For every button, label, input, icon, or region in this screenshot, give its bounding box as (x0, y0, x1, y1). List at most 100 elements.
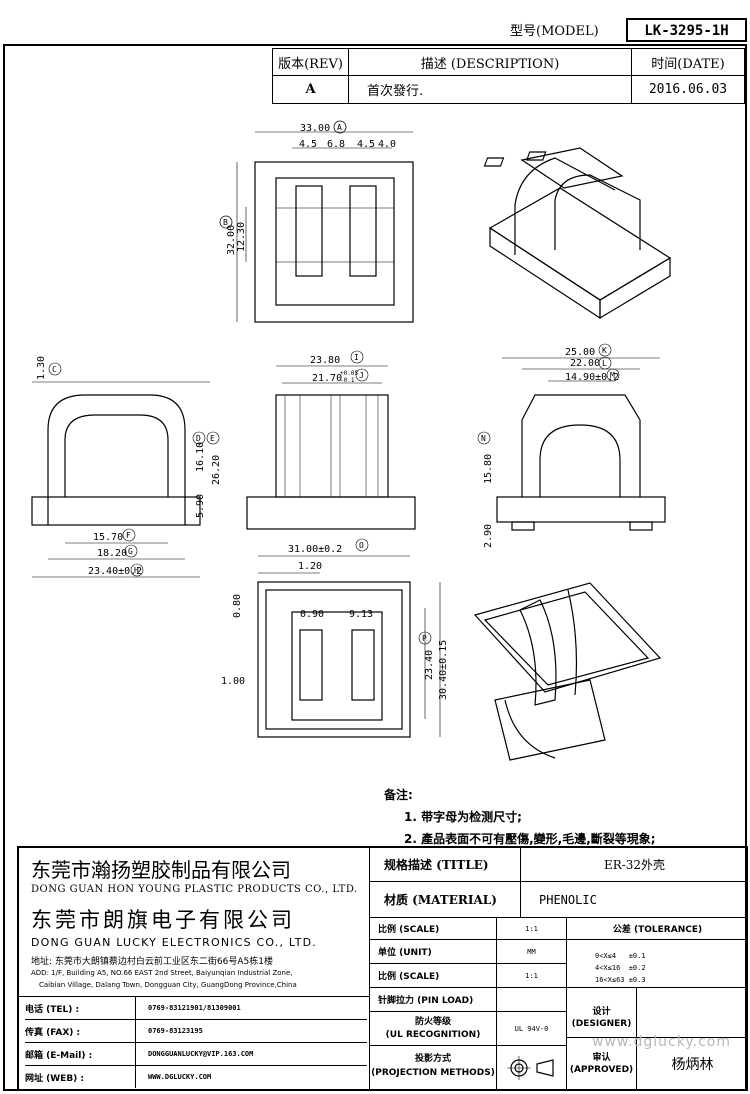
dim-top-d1: 4.5 (299, 139, 317, 150)
tolerance-row-2: 4<X≤16 ±0.2 (595, 964, 646, 972)
bottom-view (257, 538, 441, 738)
dim-top-d3: 4.5 (357, 139, 375, 150)
dim-e-text: 26.20 (211, 455, 222, 485)
email-value[interactable]: DONGGUANLUCKY@VIP.163.COM (135, 1043, 367, 1066)
projection-label-en: (PROJECTION METHODS) (371, 1068, 495, 1078)
company-en-2: DONG GUAN LUCKY ELECTRONICS CO., LTD. (31, 936, 317, 949)
web-label: 网址 (WEB) : (25, 1073, 85, 1084)
dim-j-text: 21.70 (312, 373, 342, 384)
tolerance-row-1: 0<X≤4 ±0.1 (595, 952, 646, 960)
projection-label: 投影方式 (PROJECTION METHODS) (370, 1046, 496, 1089)
front-view (246, 350, 416, 530)
designer-value (636, 988, 748, 1038)
unit-label: 单位 (UNIT) (370, 940, 496, 964)
dim-bot-h1: 23.40 (424, 650, 435, 680)
right-view (477, 343, 666, 531)
technical-drawing: 33.00 4.5 6.8 4.5 4.0 32.00 12.30 A B 1.… (31, 120, 672, 761)
title-block: 东莞市瀚扬塑胶制品有限公司 DONG GUAN HON YOUNG PLASTI… (17, 846, 748, 1091)
dim-bot-d4: 0.90 (300, 609, 324, 620)
address-cn: 地址: 东莞市大朗镇蔡边村白云前工业区东二街66号A5栋1楼 (31, 957, 273, 967)
label-d: D (196, 434, 201, 443)
iso-view-top (483, 147, 672, 320)
fire-rating-label: 防火等级 (UL RECOGNITION) (370, 1012, 496, 1046)
dim-d-text: 16.10 (195, 442, 206, 472)
tel-label: 电话 (TEL) : (25, 997, 135, 1020)
label-i: I (354, 353, 359, 362)
projection-label-cn: 投影方式 (414, 1054, 451, 1064)
top-view (236, 131, 414, 323)
dim-g-text: 18.20 (97, 548, 127, 559)
address-en-1: ADD: 1/F, Building A5, NO.66 EAST 2nd St… (31, 969, 293, 977)
company-block: 东莞市瀚扬塑胶制品有限公司 DONG GUAN HON YOUNG PLASTI… (19, 848, 370, 996)
tolerance-values: 0<X≤4 ±0.1 4<X≤16 ±0.2 16<X≤63 ±0.3 (566, 940, 748, 988)
revision-table: 版本(REV) 描述 (DESCRIPTION) 时间(DATE) A 首次發行… (272, 48, 745, 104)
material-value: PHENOLIC (520, 882, 748, 918)
date-value: 2016.06.03 (631, 75, 745, 104)
dim-top-hinner: 12.30 (236, 222, 247, 252)
tolerance-row-3: 16<X≤63 ±0.3 (595, 976, 646, 984)
dim-a-text: 33.00 (300, 123, 330, 134)
fire-label-en: (UL RECOGNITION) (385, 1030, 481, 1040)
dim-bot-d1: 1.20 (298, 561, 322, 572)
company-cn-1: 东莞市瀚扬塑胶制品有限公司 (31, 858, 291, 882)
title-label: 规格描述 (TITLE) (370, 848, 520, 882)
email-label: 邮箱 (E-Mail) : (25, 1043, 135, 1066)
label-c: C (52, 365, 57, 374)
company-en-1: DONG GUAN HON YOUNG PLASTIC PRODUCTS CO.… (31, 884, 358, 895)
designer-label-cn: 设计 (592, 1007, 611, 1017)
dim-o-text: 31.00±0.2 (288, 544, 342, 555)
notes: 备注: 1. 带字母为检测尺寸; 2. 產品表面不可有壓傷,變形,毛邊,斷裂等現… (384, 786, 656, 847)
projection-symbol (496, 1046, 566, 1089)
note-1: 1. 带字母为检测尺寸; (404, 810, 522, 824)
fax-label: 传真 (FAX) : (25, 1020, 135, 1043)
material-label: 材质 (MATERIAL) (370, 882, 520, 918)
label-g: G (128, 547, 133, 556)
designer-label: 设计 (DESIGNER) (566, 988, 636, 1038)
label-a: A (337, 123, 342, 132)
approved-value: 杨炳林 (636, 1038, 748, 1089)
dim-i-text: 23.80 (310, 355, 340, 366)
tel-value: 0769-83121901/81309001 (135, 997, 367, 1020)
notes-title: 备注: (384, 788, 413, 802)
tolerance-label: 公差 (TOLERANCE) (566, 918, 748, 940)
label-j: J (359, 371, 364, 380)
scale-label: 比例 (SCALE) (370, 918, 496, 940)
date-header: 时间(DATE) (631, 48, 745, 76)
dim-m-text: 14.90±0.2 (565, 372, 619, 383)
title-value: ER-32外壳 (520, 848, 748, 882)
dim-top-d2: 6.8 (327, 139, 345, 150)
fire-rating-value: UL 94V-0 (496, 1012, 566, 1046)
approved-label-en: (APPROVED) (569, 1065, 634, 1075)
label-n: N (481, 434, 486, 443)
label-p: P (422, 634, 427, 643)
address-en-2: Caibian Village, Dalang Town, Dongguan C… (39, 981, 297, 989)
iso-view-bottom (473, 582, 662, 761)
note-2: 2. 產品表面不可有壓傷,變形,毛邊,斷裂等現象; (404, 832, 656, 846)
web-value[interactable]: WWW.DGLUCKY.COM (135, 1066, 367, 1088)
label-m: M (610, 371, 615, 380)
fax-value: 0769-83123195 (135, 1020, 367, 1043)
label-l: L (602, 359, 607, 368)
dim-bot-d5: 9.13 (349, 609, 373, 620)
dim-h-text: 23.40±0.2 (88, 566, 142, 577)
rev-header: 版本(REV) (272, 48, 349, 76)
model-value: LK-3295-1H (626, 18, 747, 42)
approved-label: 审认 (APPROVED) (566, 1038, 636, 1089)
dim-left-base: 5.90 (195, 494, 206, 518)
label-k: K (602, 346, 607, 355)
dim-f-text: 15.70 (93, 532, 123, 543)
dim-n-text: 15.80 (483, 454, 494, 484)
left-view (31, 381, 210, 526)
dim-k-text: 25.00 (565, 347, 595, 358)
fire-label-cn: 防火等级 (414, 1017, 451, 1027)
dim-right-base: 2.90 (483, 524, 494, 548)
designer-label-en: (DESIGNER) (571, 1019, 632, 1029)
unit-value: MM (496, 940, 566, 964)
desc-value: 首次發行. (348, 75, 632, 104)
label-h: H (134, 566, 139, 575)
pin-load-value (496, 988, 566, 1012)
scale2-label: 比例 (SCALE) (370, 964, 496, 988)
label-e: E (210, 434, 215, 443)
scale-value: 1:1 (496, 918, 566, 940)
dim-b-text: 32.00 (226, 225, 237, 255)
